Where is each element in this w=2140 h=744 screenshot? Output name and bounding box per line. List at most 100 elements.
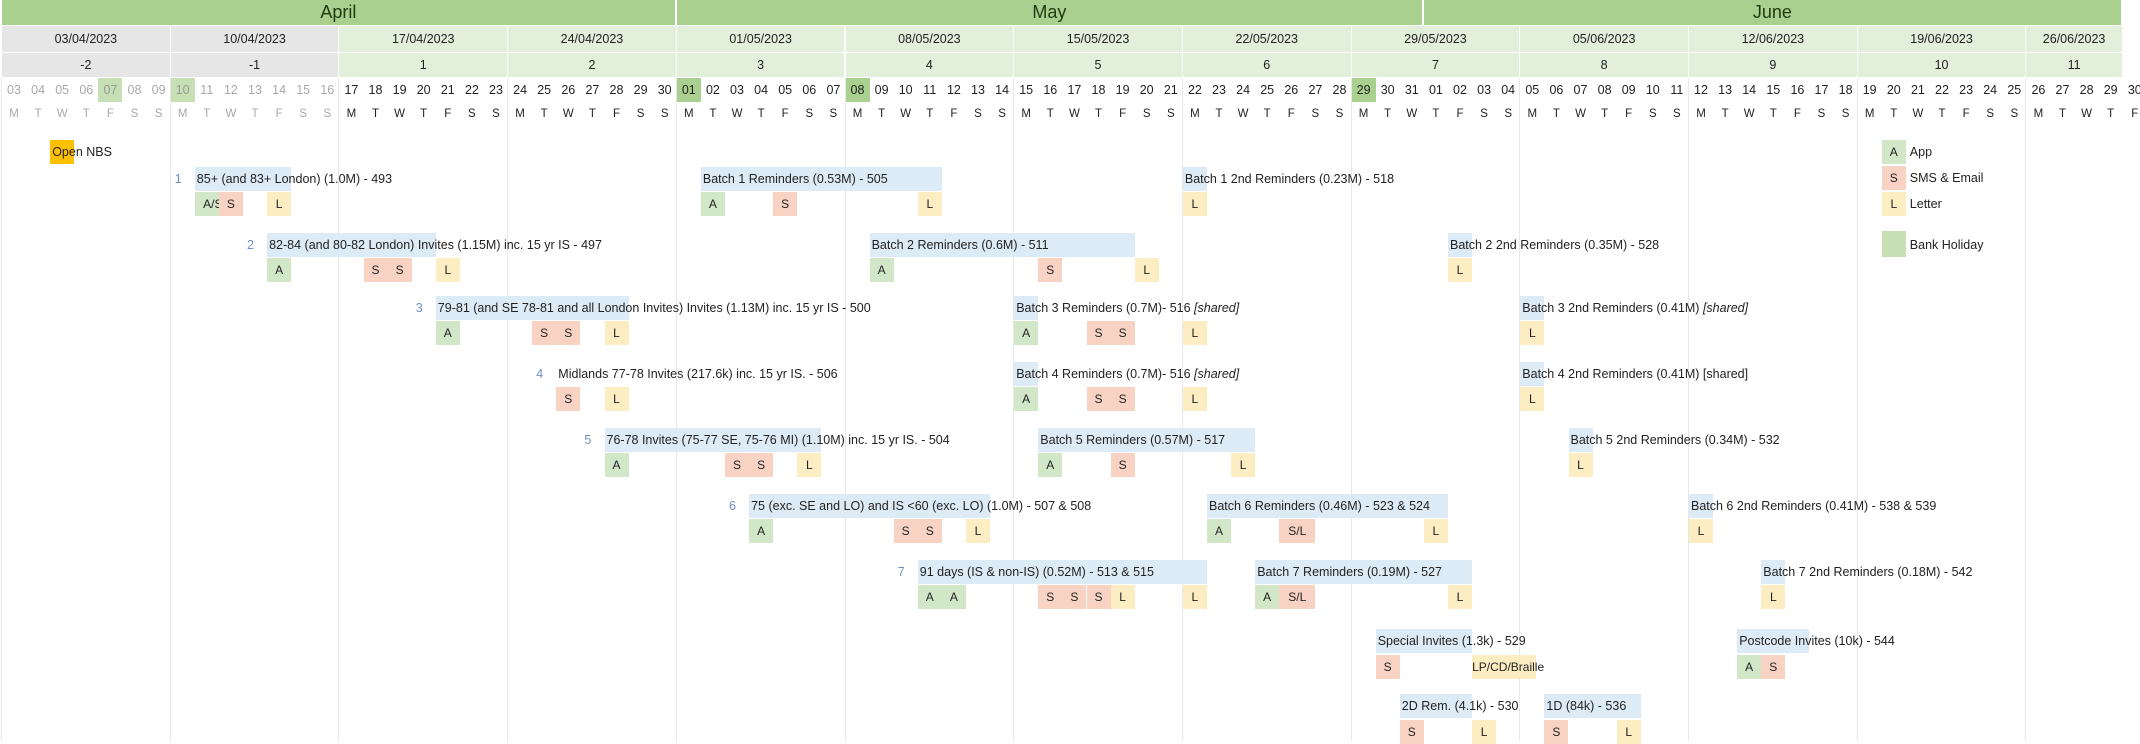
- postcode-chip-a[interactable]: A: [1737, 655, 1762, 679]
- reminder-chip-a[interactable]: A: [1014, 321, 1039, 345]
- channel-chip-s[interactable]: S: [1086, 585, 1111, 609]
- channel-chip-a[interactable]: A: [267, 258, 292, 282]
- bank-holiday-day: 08: [845, 78, 870, 102]
- channel-chip-l[interactable]: L: [1182, 585, 1207, 609]
- channel-chip-l[interactable]: L: [1110, 585, 1135, 609]
- channel-chip-a[interactable]: A: [604, 453, 629, 477]
- day-number: 12: [1694, 83, 1708, 97]
- channel-chip-s[interactable]: S: [556, 387, 581, 411]
- channel-chip-l[interactable]: L: [966, 519, 990, 543]
- channel-chip-s[interactable]: S: [556, 321, 581, 345]
- special-invites-chip-s[interactable]: S: [1375, 655, 1400, 679]
- day-of-week: M: [684, 108, 694, 120]
- rem-2d-chip-l[interactable]: L: [1472, 720, 1497, 744]
- day-of-week: M: [9, 108, 19, 120]
- week-date: 26/06/2023: [2026, 26, 2123, 52]
- channel-chip-s[interactable]: S: [749, 453, 774, 477]
- postcode-invites-label: Postcode Invites (10k) - 544: [1739, 634, 1895, 648]
- lp-cd-braille-chip[interactable]: LP/CD/Braille: [1472, 655, 1544, 679]
- postcode-chip-s[interactable]: S: [1761, 655, 1786, 679]
- shared-tag: [shared]: [1702, 301, 1749, 315]
- reminder-chip-s[interactable]: S: [1110, 321, 1135, 345]
- second-reminder-chip-l[interactable]: L: [1448, 258, 1472, 282]
- reminder-chip-s-l[interactable]: S/L: [1279, 585, 1316, 609]
- reminder-chip-s[interactable]: S: [1110, 387, 1135, 411]
- rem-1d-label: 1D (84k) - 536: [1546, 699, 1627, 713]
- rem-1d-chip-s[interactable]: S: [1544, 720, 1569, 744]
- channel-chip-a[interactable]: A: [435, 321, 460, 345]
- legend-swatch-s: S: [1881, 166, 1906, 190]
- second-reminder-chip-l[interactable]: L: [1182, 192, 1207, 216]
- second-reminder-chip-l[interactable]: L: [1761, 585, 1786, 609]
- reminder-chip-a[interactable]: A: [700, 192, 725, 216]
- channel-chip-s[interactable]: S: [893, 519, 918, 543]
- day-number: 19: [1862, 83, 1877, 97]
- legend-swatch-bank-holiday: [1881, 231, 1906, 257]
- channel-chip-l[interactable]: L: [604, 321, 629, 345]
- reminder-chip-s[interactable]: S: [773, 192, 798, 216]
- batch-label: 76-78 Invites (75-77 SE, 75-76 MI) (1.10…: [606, 433, 950, 447]
- channel-chip-s[interactable]: S: [1038, 585, 1063, 609]
- week-gridline: [1856, 78, 1858, 741]
- channel-chip-l[interactable]: L: [604, 387, 629, 411]
- reminder-chip-s[interactable]: S: [1038, 258, 1063, 282]
- reminder-chip-s[interactable]: S: [1086, 387, 1111, 411]
- day-number: 26: [1284, 83, 1299, 97]
- week-number: 11: [2026, 53, 2123, 77]
- channel-chip-l[interactable]: L: [267, 192, 292, 216]
- channel-chip-s[interactable]: S: [363, 258, 388, 282]
- reminder-chip-l[interactable]: L: [1448, 585, 1472, 609]
- channel-chip-s[interactable]: S: [1062, 585, 1087, 609]
- day-number: 22: [1935, 83, 1949, 97]
- second-reminder-chip-l[interactable]: L: [1520, 387, 1545, 411]
- channel-chip-s[interactable]: S: [387, 258, 412, 282]
- week-number: -2: [2, 53, 171, 77]
- reminder-chip-a[interactable]: A: [1014, 387, 1039, 411]
- second-reminder-chip-l[interactable]: L: [1689, 519, 1713, 543]
- reminder-chip-s[interactable]: S: [1086, 321, 1111, 345]
- channel-chip-s[interactable]: S: [532, 321, 557, 345]
- reminder-text: Batch 3 Reminders (0.7M)- 516: [1016, 301, 1195, 315]
- reminder-chip-a[interactable]: A: [1255, 585, 1280, 609]
- channel-chip-a[interactable]: A: [749, 519, 774, 543]
- reminder-chip-s-l[interactable]: S/L: [1279, 519, 1316, 543]
- reminder-chip-l[interactable]: L: [917, 192, 942, 216]
- channel-chip-l[interactable]: L: [797, 453, 822, 477]
- reminder-chip-l[interactable]: L: [1182, 321, 1207, 345]
- channel-chip-l[interactable]: L: [435, 258, 460, 282]
- channel-chip-s[interactable]: S: [917, 519, 942, 543]
- reminder-chip-s[interactable]: S: [1110, 453, 1135, 477]
- legend-label: App: [1909, 145, 1933, 159]
- second-reminder-chip-l[interactable]: L: [1520, 321, 1545, 345]
- reminder-chip-l[interactable]: L: [1231, 453, 1256, 477]
- second-reminder-label: Batch 1 2nd Reminders (0.23M) - 518: [1184, 172, 1395, 186]
- week-number: 8: [1520, 53, 1689, 77]
- reminder-chip-l[interactable]: L: [1182, 387, 1207, 411]
- batch-bar: [435, 296, 629, 320]
- bank-holiday-day: 10: [170, 78, 195, 102]
- channel-chip-a[interactable]: A: [917, 585, 942, 609]
- week-number: 6: [1182, 53, 1352, 77]
- batch-bar: [604, 428, 822, 452]
- day-number: 11: [923, 83, 937, 97]
- day-of-week: W: [562, 108, 574, 120]
- day-of-week: T: [1215, 108, 1223, 120]
- channel-chip-s[interactable]: S: [725, 453, 749, 477]
- rem-1d-chip-l[interactable]: L: [1616, 720, 1641, 744]
- day-of-week: W: [1237, 108, 1249, 120]
- day-of-week: M: [1527, 108, 1538, 120]
- reminder-chip-a[interactable]: A: [1038, 453, 1063, 477]
- reminder-chip-l[interactable]: L: [1134, 258, 1159, 282]
- rem-2d-chip-s[interactable]: S: [1399, 720, 1424, 744]
- channel-chip-s[interactable]: S: [218, 192, 243, 216]
- reminder-chip-l[interactable]: L: [1423, 519, 1448, 543]
- reminder-chip-a[interactable]: A: [1207, 519, 1231, 543]
- second-reminder-chip-l[interactable]: L: [1568, 453, 1593, 477]
- day-of-week: M: [1696, 108, 1706, 120]
- reminder-chip-a[interactable]: A: [869, 258, 894, 282]
- channel-chip-a[interactable]: A: [941, 585, 966, 609]
- second-reminder-label: Batch 4 2nd Reminders (0.41M) [shared]: [1522, 367, 1749, 381]
- reminder-label: Batch 4 Reminders (0.7M)- 516 [shared]: [1016, 362, 1239, 386]
- day-of-week: F: [1962, 108, 1970, 120]
- week-gridline: [1688, 78, 1689, 741]
